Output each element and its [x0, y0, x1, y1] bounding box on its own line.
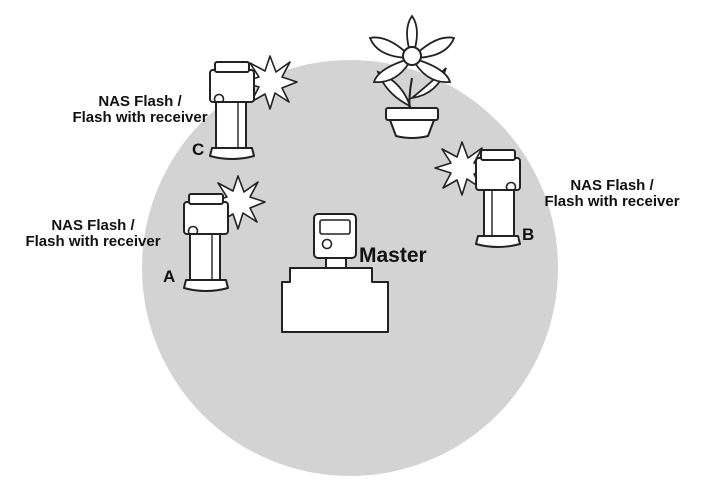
flash-c-letter: C: [192, 140, 205, 159]
flash-a-line1: NAS Flash /: [51, 217, 135, 234]
master-label: Master: [359, 244, 427, 267]
flash-a-description: NAS Flash / Flash with receiver: [18, 218, 168, 250]
flash-c-line2: Flash with receiver: [72, 108, 208, 126]
camera-icon: [281, 213, 389, 333]
flash-c-line1: NAS Flash /: [98, 93, 182, 110]
flash-b-line2: Flash with receiver: [544, 192, 680, 210]
flower-pot-icon: [368, 14, 456, 139]
flash-b-letter: B: [522, 225, 535, 244]
flash-a-line2: Flash with receiver: [25, 232, 161, 250]
flash-b-description: NAS Flash / Flash with receiver: [532, 178, 692, 210]
flash-b-line1: NAS Flash /: [570, 177, 654, 194]
flash-a-letter: A: [163, 267, 176, 286]
flash-c-description: NAS Flash / Flash with receiver: [70, 94, 210, 126]
